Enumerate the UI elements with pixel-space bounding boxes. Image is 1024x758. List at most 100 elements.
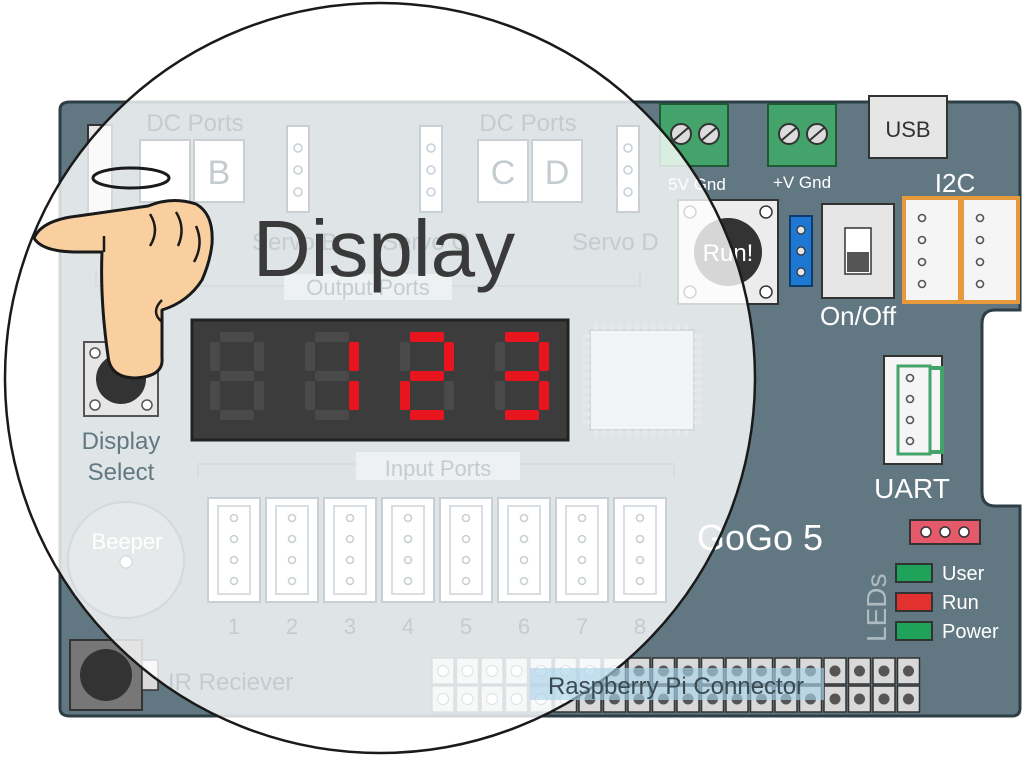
ir-label: IR Reciever xyxy=(168,669,293,696)
onoff-switch[interactable] xyxy=(821,203,895,299)
input-port-number: 1 xyxy=(228,614,240,639)
dc-ports-left-label: DC Ports xyxy=(146,110,243,137)
led-run xyxy=(895,592,933,612)
led-user xyxy=(895,563,933,583)
dc-port-a[interactable] xyxy=(139,139,191,203)
input-port-8[interactable]: 8 xyxy=(613,497,667,639)
input-port-7[interactable]: 7 xyxy=(555,497,609,639)
uart-connector[interactable] xyxy=(883,355,944,465)
dc-port-d-label: D xyxy=(545,154,570,192)
segment-b xyxy=(539,342,549,371)
beeper-label: Beeper xyxy=(92,529,163,554)
dc-port-b[interactable] xyxy=(193,139,245,203)
segment-e xyxy=(400,381,410,410)
magnifier-lens: DC Ports B DC Ports C D Servo B xyxy=(5,3,755,753)
segment-b xyxy=(254,342,264,371)
input-port-1[interactable]: 1 xyxy=(207,497,261,639)
rpi-label-highlight xyxy=(530,668,824,700)
onoff-label: On/Off xyxy=(820,301,897,331)
segment-e xyxy=(210,381,220,410)
i2c-connector-1[interactable] xyxy=(902,196,962,304)
segment-e xyxy=(305,381,315,410)
seven-segment-display xyxy=(190,318,570,442)
input-ports: 1 2 3 4 5 6 7 8 xyxy=(207,497,667,639)
segment-c xyxy=(539,381,549,410)
input-port-6[interactable]: 6 xyxy=(497,497,551,639)
segment-d xyxy=(220,410,254,420)
segment-digit-1 xyxy=(210,332,264,420)
input-port-number: 2 xyxy=(286,614,298,639)
segment-e xyxy=(495,381,505,410)
segment-g xyxy=(220,371,254,381)
dc-port-c[interactable] xyxy=(477,139,529,203)
terminal-v[interactable] xyxy=(767,103,837,167)
input-port-number: 7 xyxy=(576,614,588,639)
lens-rim xyxy=(3,1,757,755)
ir-receiver xyxy=(69,639,159,711)
output-ports-label: Output Ports xyxy=(306,275,430,300)
segment-c xyxy=(349,381,359,410)
led-user-label: User xyxy=(942,563,985,585)
segment-d xyxy=(410,410,444,420)
input-port-2[interactable]: 2 xyxy=(265,497,319,639)
jumper-header[interactable] xyxy=(789,215,813,287)
pointing-hand-icon xyxy=(32,166,214,380)
segment-d xyxy=(505,410,539,420)
segment-f xyxy=(495,342,505,371)
segment-a xyxy=(315,332,349,342)
dc-port-b-label: B xyxy=(208,154,231,192)
segment-g xyxy=(315,371,349,381)
servo-headers xyxy=(286,125,640,213)
display-select-label-1: Display xyxy=(82,428,161,455)
segment-a xyxy=(505,332,539,342)
input-port-number: 3 xyxy=(344,614,356,639)
input-port-number: 6 xyxy=(518,614,530,639)
dc-port-group-right: DC Ports C D xyxy=(477,110,583,203)
dc-ports-right-label: DC Ports xyxy=(479,110,576,137)
microcontroller-chip xyxy=(582,322,702,438)
callout-title: Display xyxy=(253,204,515,293)
usb-port[interactable]: USB xyxy=(868,95,948,159)
i2c-connector-2[interactable] xyxy=(960,196,1020,304)
press-halo xyxy=(91,166,171,190)
dc-port-c-label: C xyxy=(491,154,516,192)
segment-f xyxy=(210,342,220,371)
dc-port-group-left: DC Ports B xyxy=(139,110,245,203)
segment-f xyxy=(400,342,410,371)
display-select-label-2: Select xyxy=(88,459,155,486)
segment-c xyxy=(444,381,454,410)
segment-digit-2 xyxy=(305,332,359,420)
led-power xyxy=(895,621,933,641)
servo-label-1: Servo B xyxy=(252,229,337,256)
segment-g xyxy=(505,371,539,381)
segment-digit-3 xyxy=(400,332,454,420)
segment-f xyxy=(305,342,315,371)
input-ports-label: Input Ports xyxy=(385,456,491,481)
usb-label: USB xyxy=(885,117,930,142)
uart-label: UART xyxy=(874,473,950,504)
segment-d xyxy=(315,410,349,420)
input-port-4[interactable]: 4 xyxy=(381,497,435,639)
segment-b xyxy=(349,342,359,371)
segment-a xyxy=(410,332,444,342)
dc-port-d[interactable] xyxy=(531,139,583,203)
led-run-label: Run xyxy=(942,592,979,614)
rpi-label: Raspberry Pi Connector xyxy=(548,673,804,700)
leds-label: LEDs xyxy=(861,574,892,642)
input-port-number: 4 xyxy=(402,614,414,639)
input-port-5[interactable]: 5 xyxy=(439,497,493,639)
terminal-v-label: +V Gnd xyxy=(773,173,831,192)
input-port-3[interactable]: 3 xyxy=(323,497,377,639)
segment-g xyxy=(410,371,444,381)
led-header xyxy=(909,519,981,545)
input-port-number: 5 xyxy=(460,614,472,639)
servo-label-3: Servo D xyxy=(572,229,659,256)
segment-c xyxy=(254,381,264,410)
input-port-number: 8 xyxy=(634,614,646,639)
segment-b xyxy=(444,342,454,371)
led-power-label: Power xyxy=(942,621,999,643)
segment-a xyxy=(220,332,254,342)
servo-label-2: Servo C xyxy=(382,229,469,256)
segment-digit-4 xyxy=(495,332,549,420)
